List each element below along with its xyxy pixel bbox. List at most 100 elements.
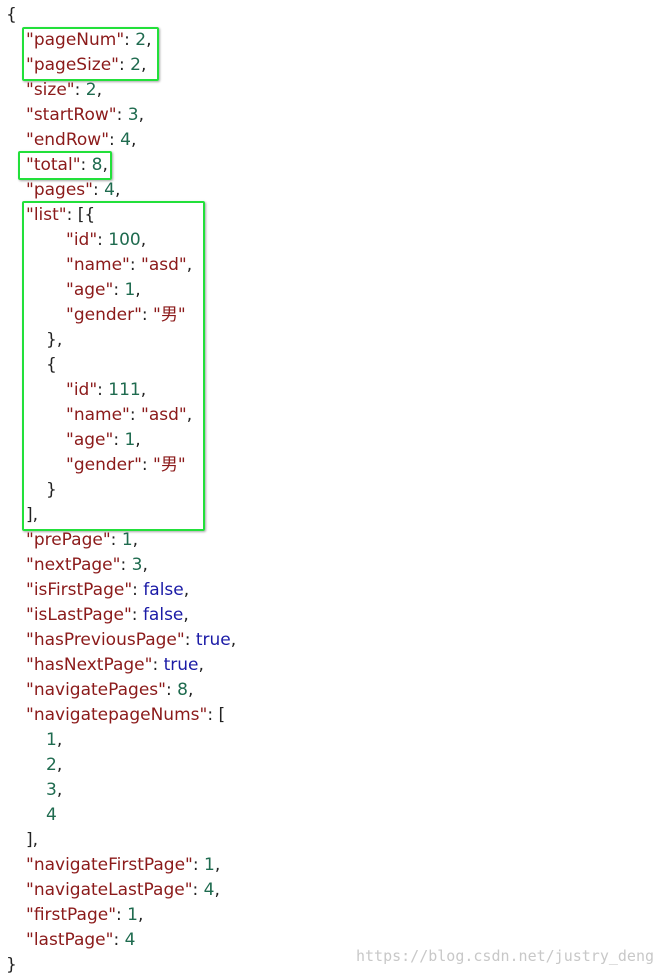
token-punc: : bbox=[116, 905, 128, 925]
code-line: "pages": 4, bbox=[26, 178, 120, 203]
token-punc: : [{ bbox=[66, 205, 96, 225]
token-bool: false bbox=[143, 580, 184, 600]
code-line: "id": 100, bbox=[66, 228, 146, 253]
code-line: "firstPage": 1, bbox=[26, 903, 143, 928]
code-line: "age": 1, bbox=[66, 278, 141, 303]
token-num: 2 bbox=[135, 30, 147, 50]
token-key: "firstPage" bbox=[26, 905, 117, 925]
token-punc: : bbox=[80, 155, 92, 175]
token-punc: , bbox=[96, 80, 102, 100]
token-num: 2 bbox=[46, 755, 57, 775]
code-line: "navigatePages": 8, bbox=[26, 678, 193, 703]
token-num: 2 bbox=[130, 55, 141, 75]
token-key: "pages" bbox=[26, 180, 93, 200]
token-punc: : bbox=[129, 255, 141, 275]
token-punc: : bbox=[192, 855, 205, 875]
token-str: "男" bbox=[153, 455, 186, 475]
token-key: "id" bbox=[66, 380, 98, 400]
code-line: 1, bbox=[46, 728, 62, 753]
token-num: 1 bbox=[46, 730, 57, 750]
code-line: "navigatepageNums": [ bbox=[26, 703, 225, 728]
token-key: "name" bbox=[66, 405, 130, 425]
token-key: "navigateLastPage" bbox=[26, 880, 193, 900]
token-punc: , bbox=[198, 655, 204, 675]
code-line: "size": 2, bbox=[26, 78, 102, 103]
token-num: 2 bbox=[85, 80, 97, 100]
token-punc: }, bbox=[46, 330, 63, 350]
token-punc: : bbox=[165, 680, 178, 700]
token-punc: : bbox=[97, 230, 109, 250]
code-line: "pageSize": 2, bbox=[26, 53, 146, 78]
token-num: 3 bbox=[127, 105, 139, 125]
code-line: "hasNextPage": true, bbox=[26, 653, 204, 678]
token-num: 8 bbox=[177, 680, 188, 700]
token-key: "total" bbox=[26, 155, 81, 175]
code-line: } bbox=[46, 478, 57, 503]
code-line: "hasPreviousPage": true, bbox=[26, 628, 236, 653]
token-punc: : bbox=[141, 305, 154, 325]
token-key: "gender" bbox=[66, 455, 142, 475]
token-key: "hasNextPage" bbox=[26, 655, 153, 675]
token-punc: , bbox=[214, 855, 221, 875]
code-line: "prePage": 1, bbox=[26, 528, 138, 553]
code-line: "isFirstPage": false, bbox=[26, 578, 189, 603]
token-punc: , bbox=[135, 430, 141, 450]
token-key: "age" bbox=[66, 430, 114, 450]
token-str: "asd" bbox=[141, 405, 187, 425]
token-punc: , bbox=[142, 555, 148, 575]
token-punc: { bbox=[6, 5, 17, 25]
token-punc: : bbox=[116, 105, 128, 125]
token-key: "startRow" bbox=[26, 105, 117, 125]
token-punc: : bbox=[113, 430, 125, 450]
token-num: 4 bbox=[203, 880, 215, 900]
code-line: ], bbox=[26, 503, 38, 528]
token-num: 1 bbox=[127, 905, 138, 925]
token-punc: , bbox=[132, 530, 139, 550]
code-line: "gender": "男" bbox=[66, 453, 186, 478]
code-line: "pageNum": 2, bbox=[26, 28, 152, 53]
token-bool: true bbox=[163, 655, 199, 675]
watermark: https://blog.csdn.net/justry_deng bbox=[355, 947, 654, 965]
token-punc: : bbox=[152, 655, 164, 675]
code-line: "nextPage": 3, bbox=[26, 553, 148, 578]
code-line: { bbox=[6, 3, 17, 28]
token-num: 8 bbox=[91, 155, 103, 175]
code-line: "list": [{ bbox=[26, 203, 95, 228]
token-punc: , bbox=[138, 105, 144, 125]
code-line: "name": "asd", bbox=[66, 253, 192, 278]
token-num: 4 bbox=[104, 180, 115, 200]
token-punc: , bbox=[102, 155, 108, 175]
token-punc: } bbox=[46, 480, 57, 500]
code-line: "navigateLastPage": 4, bbox=[26, 878, 220, 903]
token-punc: : bbox=[192, 880, 204, 900]
token-punc: , bbox=[137, 905, 144, 925]
token-key: "endRow" bbox=[26, 130, 110, 150]
token-punc: : bbox=[124, 30, 136, 50]
token-punc: , bbox=[186, 255, 193, 275]
token-key: "size" bbox=[26, 80, 75, 100]
token-punc: : bbox=[120, 555, 132, 575]
code-line: "gender": "男" bbox=[66, 303, 186, 328]
token-punc: , bbox=[230, 630, 237, 650]
token-punc: { bbox=[46, 355, 57, 375]
token-punc: : bbox=[110, 530, 122, 550]
token-punc: , bbox=[146, 30, 152, 50]
token-key: "hasPreviousPage" bbox=[26, 630, 185, 650]
code-line: "age": 1, bbox=[66, 428, 141, 453]
code-line: ], bbox=[26, 828, 38, 853]
token-key: "gender" bbox=[66, 305, 142, 325]
token-bool: true bbox=[195, 630, 231, 650]
token-num: 111 bbox=[108, 380, 141, 400]
token-key: "lastPage" bbox=[26, 930, 114, 950]
token-num: 3 bbox=[46, 780, 57, 800]
code-line: { bbox=[46, 353, 57, 378]
token-punc: : bbox=[184, 630, 196, 650]
token-key: "pageSize" bbox=[26, 55, 119, 75]
code-line: "navigateFirstPage": 1, bbox=[26, 853, 220, 878]
code-line: "id": 111, bbox=[66, 378, 146, 403]
code-line: "name": "asd", bbox=[66, 403, 192, 428]
token-num: 3 bbox=[131, 555, 143, 575]
token-punc: , bbox=[140, 55, 147, 75]
code-line: "isLastPage": false, bbox=[26, 603, 189, 628]
token-punc: , bbox=[140, 230, 147, 250]
